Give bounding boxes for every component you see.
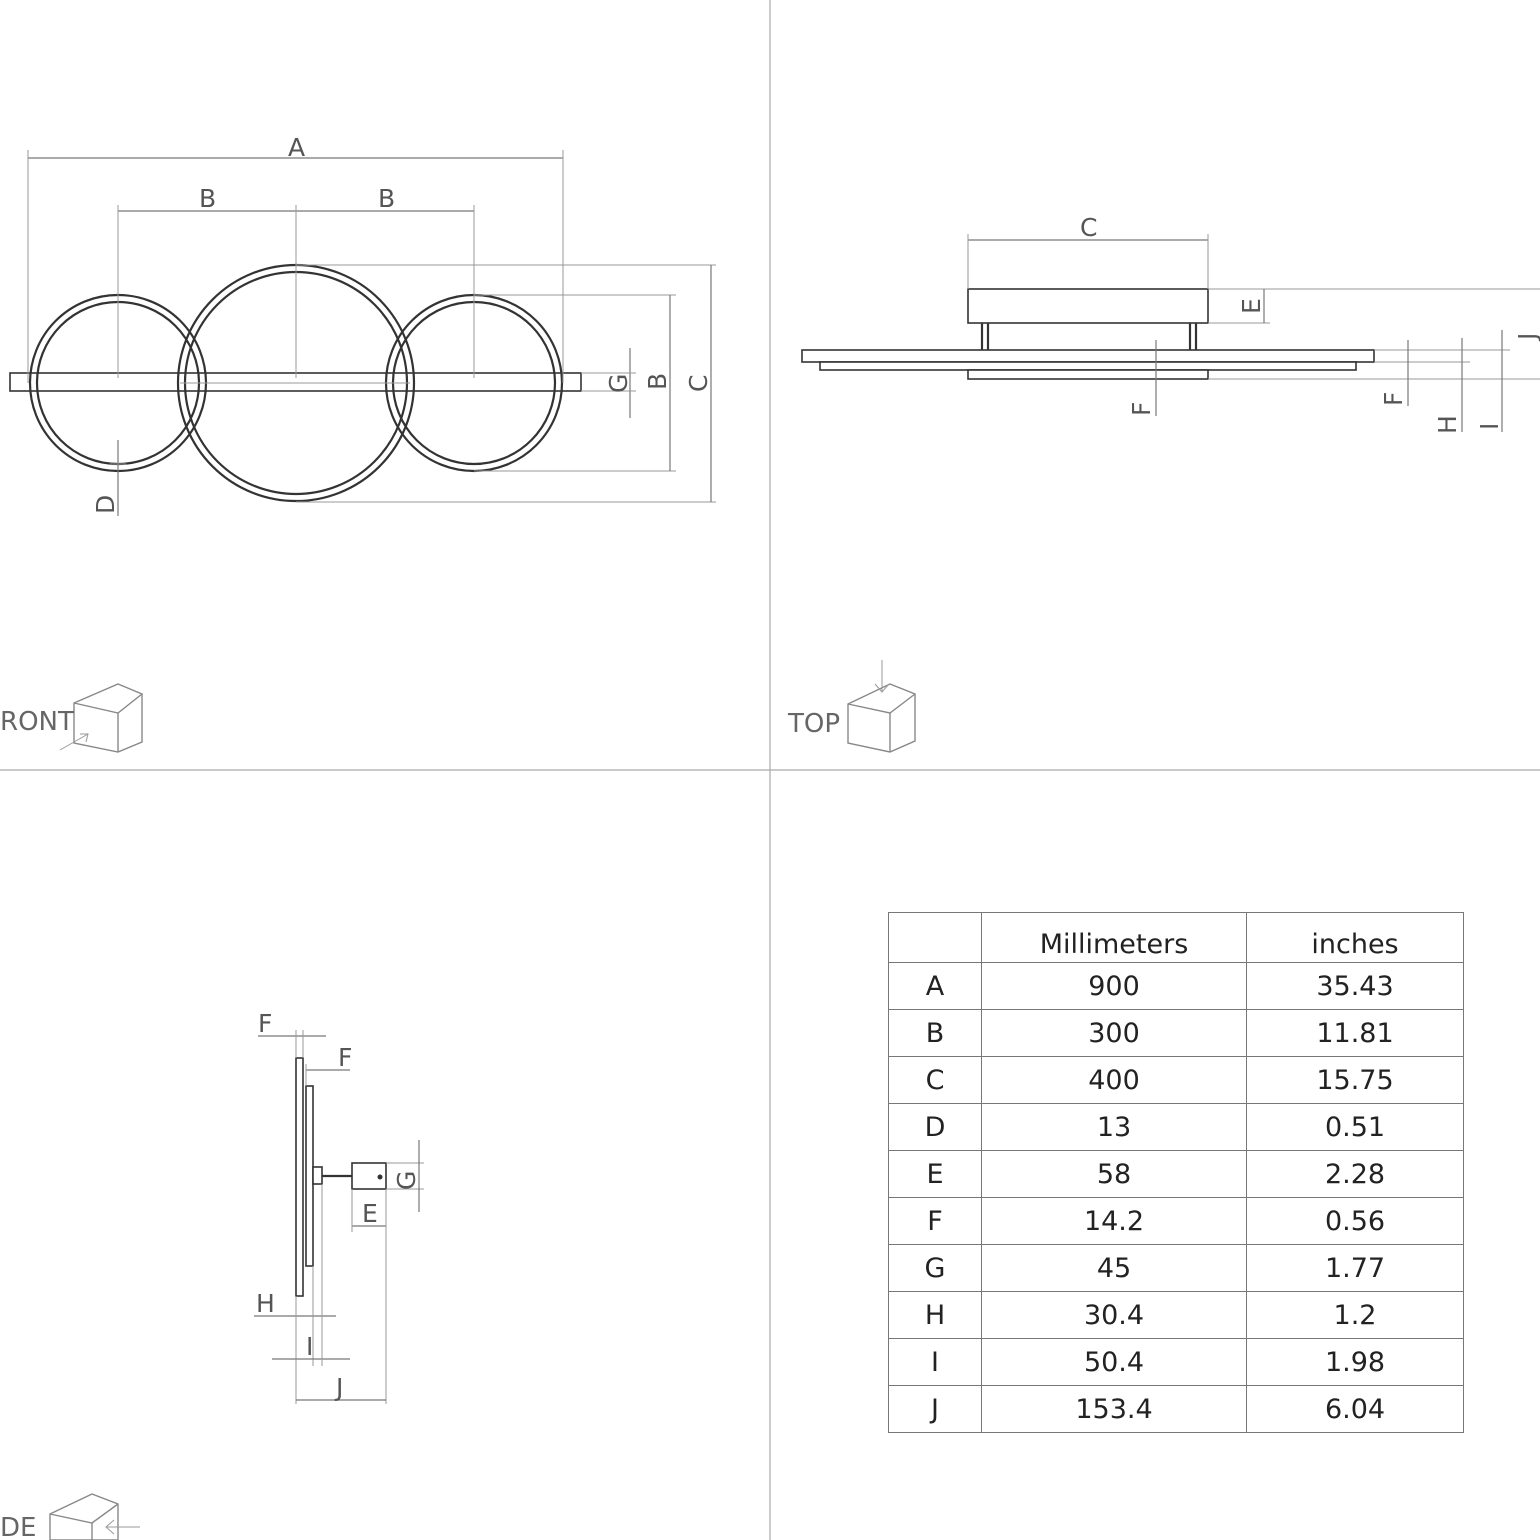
row-inches: 1.98	[1246, 1338, 1464, 1386]
row-mm: 45	[981, 1244, 1247, 1292]
dim-label-F-side-2: F	[338, 1043, 352, 1072]
dim-label-C-front: C	[684, 375, 713, 392]
row-key: I	[888, 1338, 982, 1386]
row-mm: 900	[981, 962, 1247, 1010]
dim-label-J-top: J	[1513, 333, 1540, 342]
dim-label-H-side: H	[256, 1289, 275, 1318]
dim-label-E-side: E	[362, 1199, 378, 1228]
dim-label-C-top: C	[1080, 213, 1097, 242]
table-header-key	[888, 912, 982, 963]
row-inches: 2.28	[1246, 1150, 1464, 1198]
dim-label-F-top-right: F	[1379, 392, 1408, 406]
row-inches: 6.04	[1246, 1385, 1464, 1433]
row-key: B	[888, 1009, 982, 1057]
row-mm: 153.4	[981, 1385, 1247, 1433]
dim-label-I-top: I	[1475, 423, 1504, 430]
row-mm: 58	[981, 1150, 1247, 1198]
row-key: A	[888, 962, 982, 1010]
row-mm: 400	[981, 1056, 1247, 1104]
side-view-label: DE	[0, 1513, 36, 1540]
row-mm: 14.2	[981, 1197, 1247, 1245]
row-key: G	[888, 1244, 982, 1292]
top-cube-icon	[847, 660, 916, 753]
row-key: C	[888, 1056, 982, 1104]
row-mm: 50.4	[981, 1338, 1247, 1386]
dim-label-F-side-1: F	[258, 1009, 272, 1038]
top-view-label: TOP	[787, 709, 840, 739]
row-mm: 30.4	[981, 1291, 1247, 1339]
row-mm: 300	[981, 1009, 1247, 1057]
table-header-millimeters: Millimeters	[981, 912, 1247, 963]
row-key: D	[888, 1103, 982, 1151]
row-inches: 15.75	[1246, 1056, 1464, 1104]
row-inches: 1.77	[1246, 1244, 1464, 1292]
dim-label-G-side: G	[392, 1171, 421, 1190]
row-mm: 13	[981, 1103, 1247, 1151]
dim-label-I-side: I	[306, 1332, 313, 1361]
dim-label-A: A	[288, 133, 305, 162]
dim-label-H-top: H	[1433, 415, 1462, 434]
front-view-drawing	[9, 150, 716, 516]
row-inches: 0.56	[1246, 1197, 1464, 1245]
row-inches: 1.2	[1246, 1291, 1464, 1339]
row-key: F	[888, 1197, 982, 1245]
dim-label-B-left: B	[199, 184, 216, 213]
dim-label-G-front: G	[604, 374, 633, 393]
row-key: J	[888, 1385, 982, 1433]
dim-label-J-side: J	[334, 1373, 343, 1402]
dim-label-B-vertical: B	[643, 373, 672, 390]
row-key: E	[888, 1150, 982, 1198]
table-header-inches: inches	[1246, 912, 1464, 963]
side-cube-icon	[49, 1493, 140, 1540]
dim-label-B-right: B	[378, 184, 395, 213]
front-view-label: RONT	[0, 707, 74, 737]
side-view-drawing	[254, 1030, 424, 1404]
row-inches: 0.51	[1246, 1103, 1464, 1151]
table-header-row: Millimeters inches	[888, 912, 1464, 963]
top-view-drawing	[801, 234, 1540, 432]
dim-label-F-top-left: F	[1127, 402, 1156, 416]
front-cube-icon	[59, 683, 143, 753]
row-inches: 11.81	[1246, 1009, 1464, 1057]
dim-label-D: D	[91, 495, 120, 514]
row-key: H	[888, 1291, 982, 1339]
dim-label-E-top: E	[1237, 298, 1266, 314]
row-inches: 35.43	[1246, 962, 1464, 1010]
